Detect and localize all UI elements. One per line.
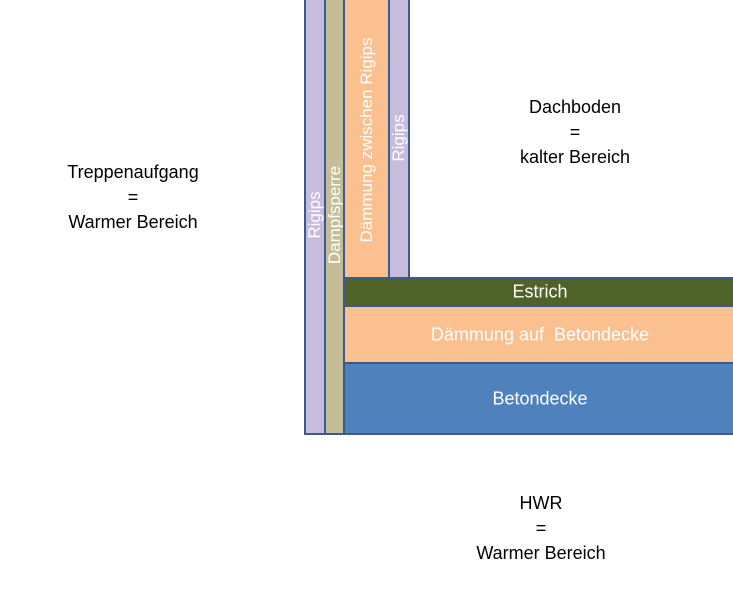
wall-layer-label: Dämmung zwischen Rigips xyxy=(356,37,376,243)
wall-layer-label: Rigips xyxy=(305,191,324,239)
floor-layer-label: Betondecke xyxy=(492,388,588,408)
zone-attic-desc: kalter Bereich xyxy=(519,147,631,167)
wall-layer-vapor-barrier: Dampfsperre xyxy=(324,0,345,435)
wall-layer-label: Dampfsperre xyxy=(324,165,344,265)
zone-label-stair: Treppenaufgang = Warmer Bereich xyxy=(40,160,226,235)
zone-stair-equals: = xyxy=(127,187,139,207)
zone-hwr-name: HWR xyxy=(519,493,563,513)
zone-hwr-equals: = xyxy=(535,518,547,538)
floor-layer-label: Dämmung auf Betondecke xyxy=(430,324,650,344)
floor-layer-concrete-slab: Betondecke xyxy=(343,362,733,435)
wall-layer-rigips-inner: Rigips xyxy=(388,0,410,279)
zone-stair-desc: Warmer Bereich xyxy=(68,212,198,232)
zone-attic-name: Dachboden xyxy=(528,97,622,117)
floor-layer-label: Estrich xyxy=(512,281,568,302)
zone-label-attic: Dachboden = kalter Bereich xyxy=(490,95,660,170)
floor-layer-screed: Estrich xyxy=(343,277,733,307)
zone-hwr-desc: Warmer Bereich xyxy=(476,543,606,563)
wall-layer-insulation-between: Dämmung zwischen Rigips xyxy=(343,0,390,279)
zone-stair-name: Treppenaufgang xyxy=(67,162,199,182)
wall-layer-rigips-outer: Rigips xyxy=(304,0,326,435)
floor-layer-insulation-on-slab: Dämmung auf Betondecke xyxy=(343,305,733,364)
zone-attic-equals: = xyxy=(569,122,581,142)
zone-label-hwr: HWR = Warmer Bereich xyxy=(456,491,626,566)
wall-layer-label: Rigips xyxy=(389,114,408,162)
